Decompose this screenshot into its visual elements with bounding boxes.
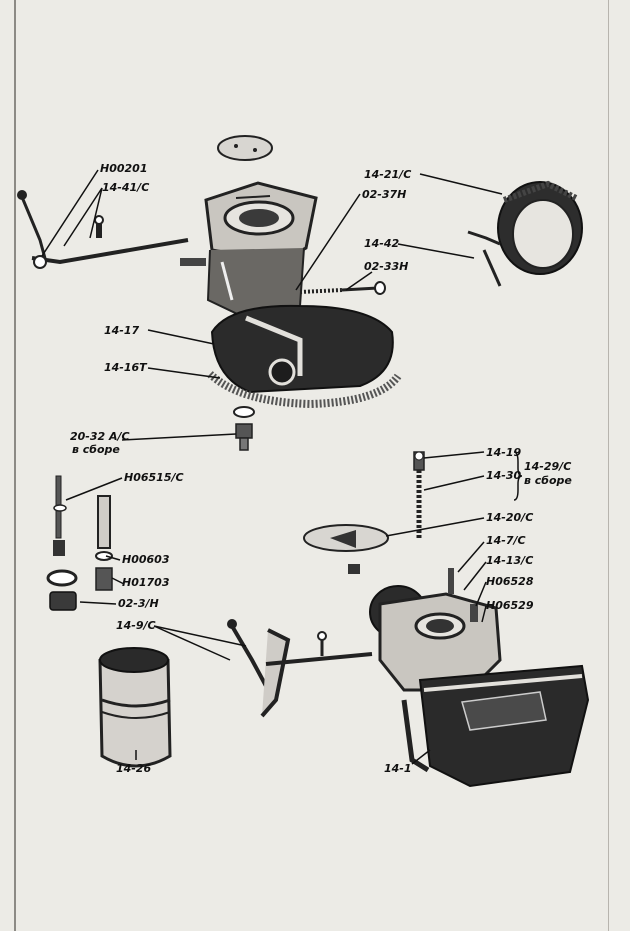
float-chamber-cover [210,304,394,394]
page-right-edge [608,0,609,931]
label-02-3h: 02-3/H [118,597,159,610]
label-h00603: H00603 [122,553,170,566]
idle-screw-spring [299,281,386,295]
label-14-42: 14-42 [364,237,400,250]
label-14-20c: 14-20/C [486,511,533,524]
needle-valve-assembly [233,406,255,451]
label-v-sbore-2: в сборе [524,474,572,487]
label-02-33h: 02-33H [364,260,408,273]
venturi-sleeve [98,647,172,768]
air-filter-unit [467,180,583,275]
label-14-26: 14-26 [116,762,152,775]
label-14-19: 14-19 [486,446,522,459]
label-14-21c: 14-21/C [364,168,411,181]
label-h06515c: H06515/C [124,471,184,484]
throttle-shaft-lever [227,619,373,718]
air-horn-cover [180,181,318,322]
label-v-sbore-1: в сборе [72,443,120,456]
label-14-30: 14-30 [486,469,522,482]
main-jet-needle [413,451,425,540]
group-bracket [513,451,523,501]
spring-pin [482,249,502,287]
washer-and-nut [46,569,78,611]
cover-gasket [207,370,402,409]
label-14-7c: 14-7/C [486,534,526,547]
float-plate [303,524,389,574]
label-14-29c: 14-29/C [524,460,571,473]
label-14-13c: 14-13/C [486,554,533,567]
label-20-32ac: 20-32 A/C [70,430,130,443]
label-14-41c: 14-41/C [102,181,149,194]
label-14-1: 14-1 [384,762,412,775]
gasket-plate [217,135,273,161]
label-h00201: H00201 [100,162,147,175]
label-14-9c: 14-9/C [116,619,156,632]
leader-lines [41,169,503,765]
label-02-37h: 02-37H [362,188,406,201]
carburetor-body [369,568,590,788]
label-h06529: H06529 [486,599,534,612]
label-h01703: H01703 [122,576,170,589]
label-h06528: H06528 [486,575,534,588]
label-14-17: 14-17 [104,324,140,337]
throttle-lever-assembly [17,190,189,269]
page-left-edge [14,0,16,931]
jet-screw-assembly [53,475,67,556]
label-14-16t: 14-16T [104,361,148,374]
jet-tube [95,495,113,591]
